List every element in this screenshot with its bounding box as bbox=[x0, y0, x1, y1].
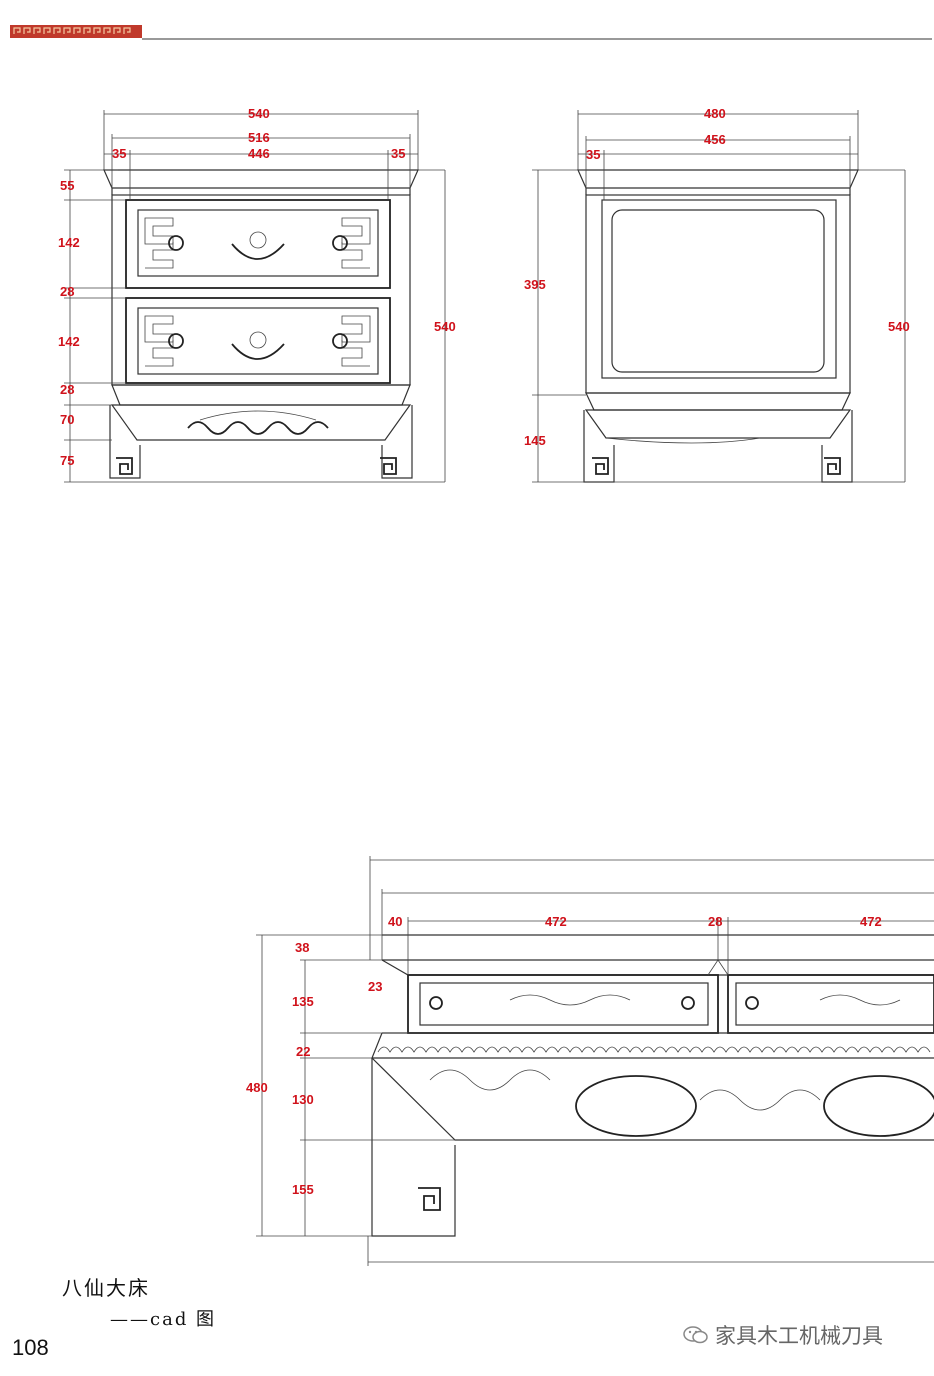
bed-width-28: 28 bbox=[708, 914, 722, 929]
side-width-35: 35 bbox=[586, 147, 600, 162]
caption-title: 八仙大床 bbox=[62, 1276, 150, 1300]
header-key-pattern bbox=[13, 27, 131, 34]
front-height-70: 70 bbox=[60, 412, 74, 427]
front-height-55: 55 bbox=[60, 178, 74, 193]
bed-left-offset-23: 23 bbox=[368, 979, 382, 994]
bed-width-472-a: 472 bbox=[545, 914, 567, 929]
watermark: 家具木工机械刀具 bbox=[683, 1320, 883, 1350]
front-width-446: 446 bbox=[248, 146, 270, 161]
front-height-142-a: 142 bbox=[58, 235, 80, 250]
bed-dimension-lines bbox=[256, 856, 934, 1266]
bed-height-22: 22 bbox=[296, 1044, 310, 1059]
front-width-540: 540 bbox=[248, 106, 270, 121]
front-view bbox=[103, 169, 419, 479]
page-number: 108 bbox=[12, 1335, 49, 1360]
bed-width-472-b: 472 bbox=[860, 914, 882, 929]
side-height-395: 395 bbox=[524, 277, 546, 292]
front-width-516: 516 bbox=[248, 130, 270, 145]
front-height-75: 75 bbox=[60, 453, 74, 468]
watermark-text: 家具木工机械刀具 bbox=[715, 1324, 883, 1348]
bed-overall-height-480: 480 bbox=[246, 1080, 268, 1095]
front-dimension-lines bbox=[64, 110, 446, 483]
bed-height-155: 155 bbox=[292, 1182, 314, 1197]
side-width-456: 456 bbox=[704, 132, 726, 147]
side-view bbox=[577, 169, 859, 483]
bed-height-135: 135 bbox=[292, 994, 314, 1009]
front-overall-height-540: 540 bbox=[434, 319, 456, 334]
bed-height-38: 38 bbox=[295, 940, 309, 955]
side-dimension-lines bbox=[532, 110, 906, 483]
side-height-145: 145 bbox=[524, 433, 546, 448]
front-height-142-b: 142 bbox=[58, 334, 80, 349]
bed-width-40: 40 bbox=[388, 914, 402, 929]
front-width-35-right: 35 bbox=[391, 146, 405, 161]
wechat-icon bbox=[683, 1326, 708, 1344]
side-overall-height-540: 540 bbox=[888, 319, 910, 334]
bed-height-130: 130 bbox=[292, 1092, 314, 1107]
front-height-28-b: 28 bbox=[60, 382, 74, 397]
side-width-480: 480 bbox=[704, 106, 726, 121]
front-width-35-left: 35 bbox=[112, 146, 126, 161]
bed-view bbox=[371, 934, 934, 1237]
header-rule bbox=[142, 38, 932, 40]
caption-subtitle: ——cad 图 bbox=[110, 1309, 217, 1330]
front-height-28-a: 28 bbox=[60, 284, 74, 299]
